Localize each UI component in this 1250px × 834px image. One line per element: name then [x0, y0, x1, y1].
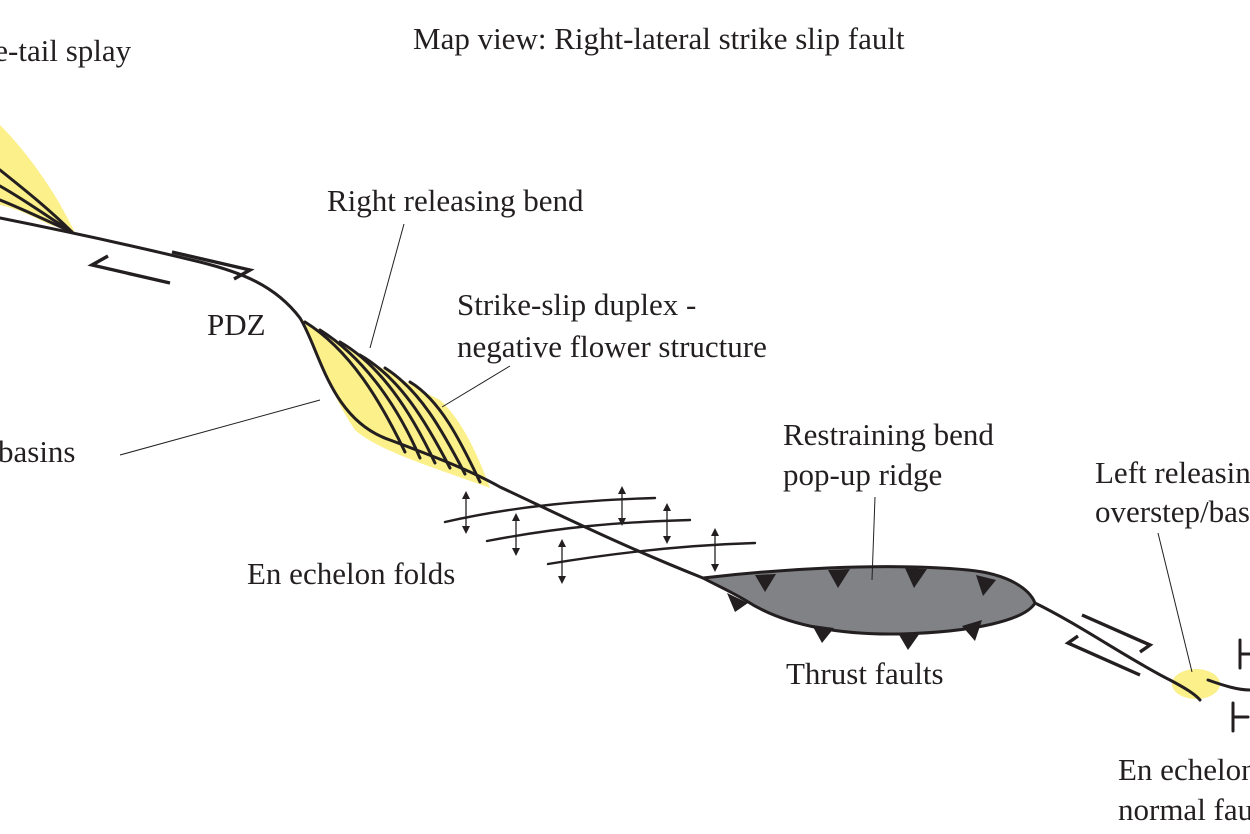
main-fault-east [1033, 601, 1202, 702]
splay-strand-2 [0, 198, 74, 234]
slip-arrow-east-upper [1081, 613, 1154, 654]
duplex-strand-4 [358, 353, 452, 470]
label-pull-apart: Pull-apart basins [0, 434, 76, 469]
label-left-releasing-line2: overstep/basin [1095, 494, 1250, 529]
label-left-releasing-line1: Left releasing [1095, 455, 1250, 490]
label-duplex-line2: negative flower structure [457, 329, 767, 364]
fault-traces [0, 168, 1250, 702]
fold-axis-3 [546, 541, 757, 566]
en-echelon-folds [443, 486, 757, 584]
duplex-strand-3 [338, 340, 437, 465]
slip-arrow-west-lower [87, 254, 171, 285]
leader-releasing-bend [369, 223, 405, 349]
leader-duplex [441, 365, 511, 408]
fold-axis-2 [485, 518, 692, 543]
label-thrust-faults: Thrust faults [786, 656, 944, 691]
leader-lines [119, 223, 1193, 673]
duplex-strand-1 [303, 320, 407, 454]
label-restraining-line2: pop-up ridge [783, 457, 942, 492]
label-duplex-line1: Strike-slip duplex - [457, 287, 696, 322]
popup-ridge [698, 565, 1037, 650]
leader-left-releasing [1157, 532, 1193, 673]
diagram-title: Map view: Right-lateral strike slip faul… [413, 21, 905, 56]
slip-arrows [87, 250, 1154, 677]
horsetail-basin [0, 125, 75, 233]
label-pdz: PDZ [207, 307, 266, 342]
thrust-teeth [727, 568, 996, 650]
ridge-fill [698, 565, 1037, 636]
fault-beyond-overstep [1206, 678, 1250, 692]
slip-arrow-east-lower [1064, 634, 1141, 677]
normal-faults [1231, 638, 1250, 733]
fold-axis-1 [443, 496, 657, 524]
label-right-releasing-bend: Right releasing bend [327, 183, 584, 218]
duplex-strand-6 [408, 380, 482, 484]
slip-arrow-west-upper [171, 250, 255, 281]
duplex-strand-2 [318, 328, 422, 460]
leader-restraining [871, 496, 876, 581]
leader-pull-apart [119, 399, 321, 456]
label-horsetail: Horse-tail splay [0, 33, 132, 68]
splay-strand-3 [0, 168, 74, 234]
fold-arrows [462, 486, 719, 584]
label-en-echelon-normal-line1: En echelon [1118, 752, 1250, 787]
duplex-strand-5 [383, 366, 467, 476]
label-en-echelon-normal-line2: normal faults [1118, 792, 1250, 827]
overstep-basin [1172, 669, 1220, 699]
label-en-echelon-folds: En echelon folds [247, 556, 455, 591]
label-restraining-line1: Restraining bend [783, 417, 994, 452]
basin-fills [0, 125, 1220, 699]
